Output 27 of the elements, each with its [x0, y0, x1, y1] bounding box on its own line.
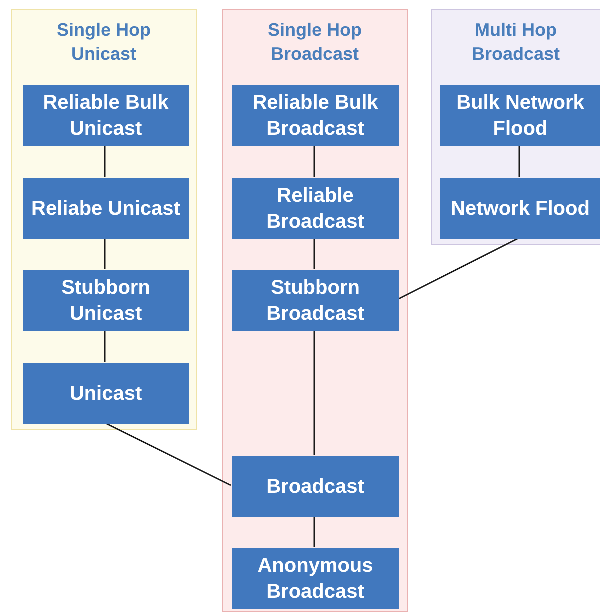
- connector-line: [104, 330, 106, 362]
- connector-line: [104, 238, 106, 269]
- protocol-box: Network Flood: [440, 178, 600, 239]
- connector-line: [314, 238, 316, 269]
- protocol-box: Reliable Broadcast: [232, 178, 399, 239]
- protocol-box: Reliable Bulk Unicast: [23, 85, 189, 146]
- protocol-box: Unicast: [23, 363, 189, 424]
- protocol-box: Reliable Bulk Broadcast: [232, 85, 399, 146]
- group-panel: [431, 9, 600, 245]
- group-panel: [11, 9, 197, 430]
- connector-line: [314, 330, 316, 455]
- connector-line: [314, 145, 316, 177]
- group-heading: Multi Hop Broadcast: [470, 19, 562, 66]
- protocol-box: Reliabe Unicast: [23, 178, 189, 239]
- connector-line: [104, 422, 232, 486]
- connector-line: [314, 516, 316, 547]
- connector-line: [398, 237, 520, 300]
- group-heading: Single Hop Broadcast: [267, 19, 363, 66]
- protocol-box: Bulk Network Flood: [440, 85, 600, 146]
- protocol-box: Stubborn Unicast: [23, 270, 189, 331]
- protocol-box: Broadcast: [232, 456, 399, 517]
- protocol-box: Stubborn Broadcast: [232, 270, 399, 331]
- connector-line: [104, 145, 106, 177]
- group-heading: Single Hop Unicast: [56, 19, 152, 66]
- protocol-box: Anonymous Broadcast: [232, 548, 399, 609]
- group-panel: [222, 9, 408, 612]
- connector-line: [518, 145, 520, 177]
